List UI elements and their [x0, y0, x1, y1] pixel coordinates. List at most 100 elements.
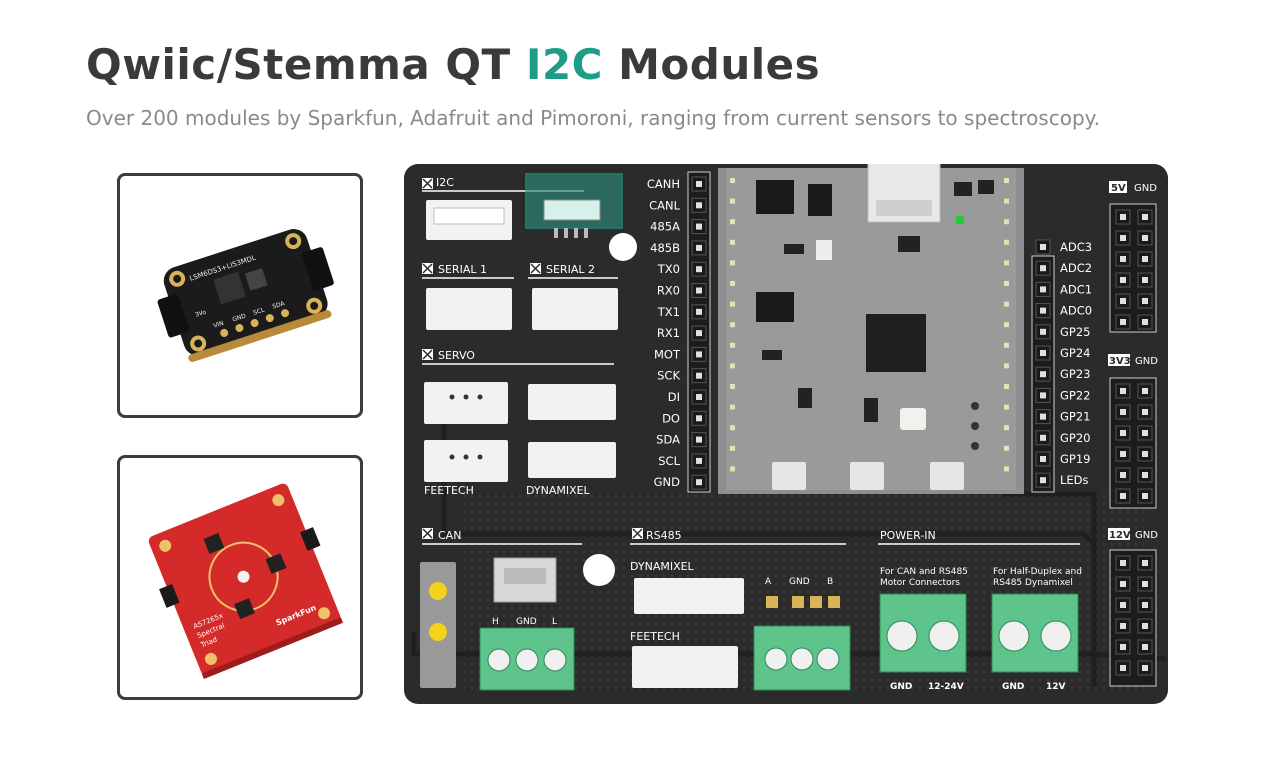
power-pin[interactable] [1137, 467, 1153, 483]
right-pin[interactable] [1035, 345, 1051, 361]
power-pin[interactable] [1137, 425, 1153, 441]
servo-feetech-connector-2[interactable] [424, 440, 508, 482]
power-pin[interactable] [1137, 555, 1153, 571]
mcu-button-3[interactable] [930, 462, 964, 490]
left-pin-label: SCL [658, 454, 680, 468]
left-pin-label: DO [662, 411, 680, 425]
right-pin[interactable] [1035, 281, 1051, 297]
power-pin[interactable] [1137, 251, 1153, 267]
rs485-jumper-b: B [827, 577, 833, 587]
power-pin[interactable] [1137, 272, 1153, 288]
right-pin[interactable] [1035, 472, 1051, 488]
power-pin[interactable] [1115, 425, 1131, 441]
left-pin[interactable] [691, 410, 707, 426]
power-pin[interactable] [1115, 467, 1131, 483]
left-pin[interactable] [691, 197, 707, 213]
power-pin[interactable] [1137, 383, 1153, 399]
servo-dynamixel-connector-1[interactable] [528, 384, 616, 420]
title-suffix: Modules [618, 40, 821, 89]
power-pin[interactable] [1115, 446, 1131, 462]
carrier-board-diagram: I2C SERIAL 1 SERIAL 2 SERVO FEETECH DYNA… [404, 164, 1168, 704]
power-pin[interactable] [1115, 383, 1131, 399]
power-pin[interactable] [1137, 660, 1153, 676]
power-pin[interactable] [1137, 404, 1153, 420]
left-pin[interactable] [691, 219, 707, 235]
header-3v3-label: 3V3 [1109, 356, 1131, 367]
power-pin[interactable] [1115, 618, 1131, 634]
left-pin-label: RX1 [657, 326, 680, 340]
power-pin[interactable] [1137, 293, 1153, 309]
power-pin[interactable] [1137, 488, 1153, 504]
power-pin[interactable] [1115, 251, 1131, 267]
mcu-pad [730, 198, 735, 204]
power-pin[interactable] [1115, 209, 1131, 225]
power-pin[interactable] [1137, 576, 1153, 592]
left-pin[interactable] [691, 176, 707, 192]
header-5v-label: 5V [1111, 183, 1126, 194]
rs485-dynamixel-connector[interactable] [634, 578, 744, 614]
mcu-pad [1004, 219, 1009, 225]
right-pin[interactable] [1035, 303, 1051, 319]
sparkfun-module-photo: AS7265x Spectral Triad SparkFun [117, 455, 363, 700]
power-pin[interactable] [1115, 314, 1131, 330]
left-pin[interactable] [691, 346, 707, 362]
mcu-button-2[interactable] [850, 462, 884, 490]
power-pin[interactable] [1115, 404, 1131, 420]
power-pin[interactable] [1137, 639, 1153, 655]
section-serial2-label: SERIAL 2 [546, 263, 595, 276]
power-pin[interactable] [1115, 555, 1131, 571]
power-pin[interactable] [1137, 314, 1153, 330]
mcu-pad [1004, 178, 1009, 183]
right-pin[interactable] [1035, 260, 1051, 276]
power-pin[interactable] [1115, 660, 1131, 676]
mcu-pad [730, 445, 735, 451]
section-rs485-label: RS485 [646, 529, 682, 542]
serial2-connector[interactable] [532, 288, 618, 330]
left-pin[interactable] [691, 474, 707, 490]
section-serial1-label: SERIAL 1 [438, 263, 487, 276]
right-pin[interactable] [1035, 430, 1051, 446]
left-pin[interactable] [691, 368, 707, 384]
power-pin[interactable] [1115, 230, 1131, 246]
left-pin[interactable] [691, 261, 707, 277]
power-pin[interactable] [1137, 230, 1153, 246]
power-pin[interactable] [1115, 272, 1131, 288]
right-pin[interactable] [1035, 324, 1051, 340]
mcu-pad [1004, 425, 1009, 431]
left-pin[interactable] [691, 432, 707, 448]
right-pin[interactable] [1035, 239, 1051, 255]
power-pin[interactable] [1137, 209, 1153, 225]
right-pin[interactable] [1035, 387, 1051, 403]
left-pin[interactable] [691, 283, 707, 298]
power-pin[interactable] [1115, 597, 1131, 613]
left-pin[interactable] [691, 304, 707, 320]
right-pin[interactable] [1035, 366, 1051, 382]
power-pin[interactable] [1115, 293, 1131, 309]
right-pin-label: GP19 [1060, 452, 1090, 466]
sparkfun-module-image: AS7265x Spectral Triad SparkFun [148, 483, 344, 680]
mcu-pad [1004, 281, 1009, 286]
power-pin[interactable] [1137, 446, 1153, 462]
left-pin-labels: CANHCANL485A485BTX0RX0TX1RX1MOTSCKDIDOSD… [647, 176, 707, 490]
left-pin[interactable] [691, 453, 707, 469]
right-pin[interactable] [1035, 409, 1051, 425]
servo-dynamixel-connector-2[interactable] [528, 442, 616, 478]
right-pin-label: GP21 [1060, 410, 1090, 424]
mcu-pad [730, 342, 735, 348]
power-pin[interactable] [1115, 576, 1131, 592]
module-silk-scl: SCL [253, 306, 267, 316]
serial1-connector[interactable] [426, 288, 512, 330]
power-pin[interactable] [1137, 597, 1153, 613]
rs485-feetech-connector[interactable] [632, 646, 738, 688]
mcu-pad [1004, 260, 1009, 266]
left-pin[interactable] [691, 325, 707, 341]
left-pin[interactable] [691, 389, 707, 405]
power-pin[interactable] [1115, 488, 1131, 504]
left-pin[interactable] [691, 240, 707, 256]
mcu-button-1[interactable] [772, 462, 806, 490]
power-pin[interactable] [1115, 639, 1131, 655]
servo-feetech-connector-1[interactable] [424, 382, 508, 424]
mcu-pad [1004, 363, 1009, 369]
power-pin[interactable] [1137, 618, 1153, 634]
right-pin[interactable] [1035, 451, 1051, 467]
